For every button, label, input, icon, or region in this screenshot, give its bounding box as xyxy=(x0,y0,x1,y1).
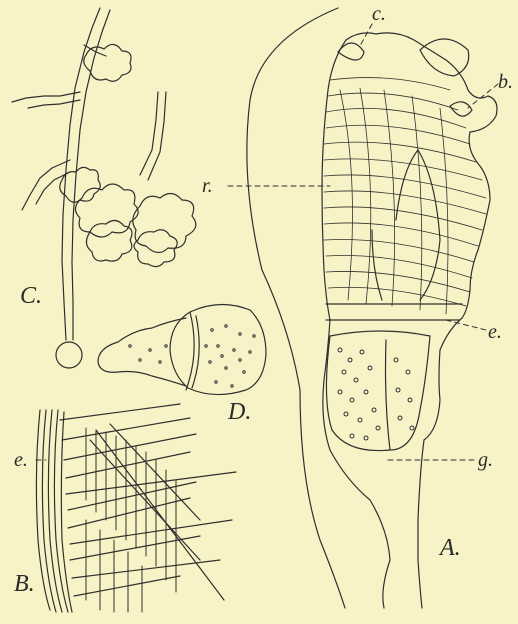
figure-c-label: C. xyxy=(20,284,42,308)
label-c-part: c. xyxy=(372,4,386,24)
figure-d-label: D. xyxy=(228,400,251,424)
figure-b-drawing xyxy=(36,404,236,612)
figure-c-drawing xyxy=(12,8,196,368)
leader-lines xyxy=(36,24,498,460)
label-g-part: g. xyxy=(478,450,493,470)
figure-a-drawing xyxy=(247,8,497,608)
label-r-part: r. xyxy=(202,176,213,196)
figure-d-drawing xyxy=(98,304,266,394)
label-b-part: b. xyxy=(498,72,513,92)
label-e-b-part: e. xyxy=(14,450,28,470)
label-e-part: e. xyxy=(488,322,502,342)
figure-a-label: A. xyxy=(440,536,461,560)
figure-b-label: B. xyxy=(14,572,35,596)
